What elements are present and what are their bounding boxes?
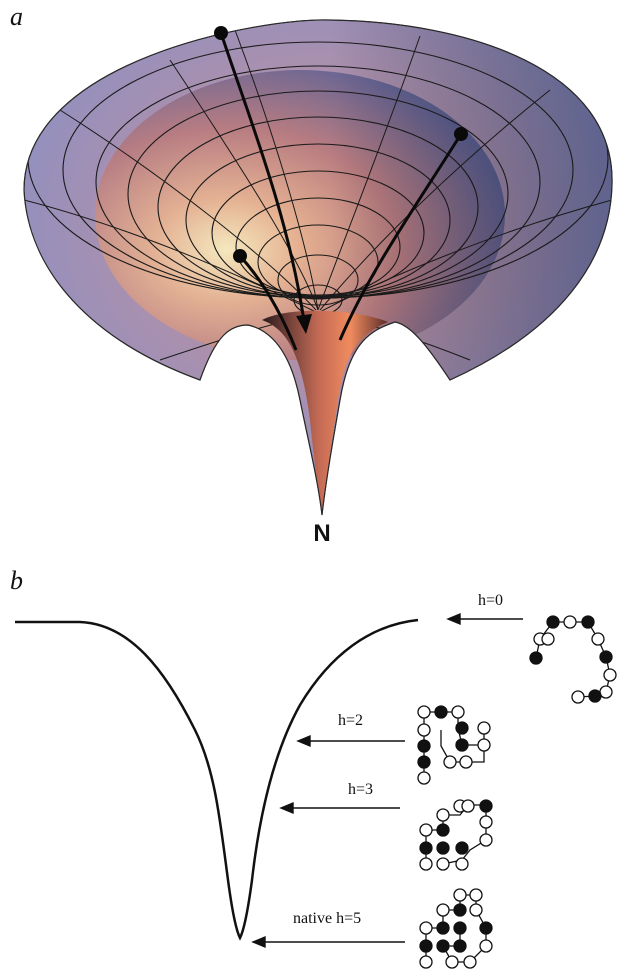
state-label-native-h5: native h=5 xyxy=(293,910,362,927)
lattice-conformation-h5 xyxy=(419,888,493,969)
state-label-h0: h=0 xyxy=(478,592,504,609)
trajectory-start-dot xyxy=(454,127,468,141)
lattice-conformation-h2 xyxy=(417,705,491,785)
arrow-h5 xyxy=(251,935,405,949)
panel-a-letter: a xyxy=(10,2,23,31)
funnel-throat xyxy=(262,310,388,515)
native-state-label: N xyxy=(313,520,331,547)
funnel-outline xyxy=(23,19,613,516)
lattice-conformation-h0 xyxy=(529,615,617,704)
arrow-h0 xyxy=(446,612,523,626)
energy-curve xyxy=(15,618,419,941)
state-label-h3: h=3 xyxy=(348,781,374,798)
panel-b-letter: b xyxy=(10,566,23,595)
folding-funnel-figure xyxy=(23,19,613,516)
folding-trajectory-1 xyxy=(214,26,312,334)
trajectory-start-dot xyxy=(233,249,247,263)
folding-trajectory-2 xyxy=(338,127,468,341)
energy-profile-plot xyxy=(15,612,617,969)
trajectory-arrowhead xyxy=(296,314,312,334)
arrow-h3 xyxy=(279,801,400,815)
folding-funnel-surface xyxy=(23,19,613,516)
trajectory-start-dot xyxy=(214,26,228,40)
energy-landscape-profile xyxy=(0,560,621,971)
arrow-h2 xyxy=(296,734,405,748)
folding-trajectory-3 xyxy=(233,249,298,351)
lattice-conformation-h3 xyxy=(419,799,493,871)
state-label-h2: h=2 xyxy=(338,712,364,729)
